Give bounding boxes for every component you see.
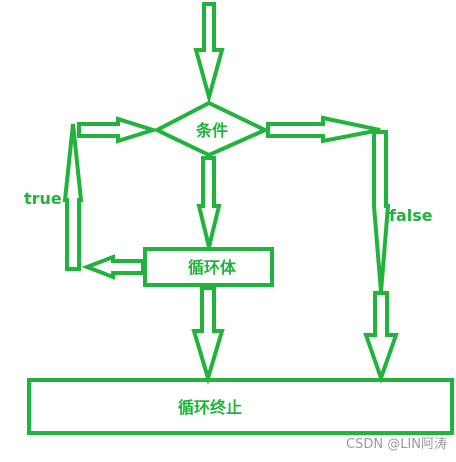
loop-body-node: 循环体: [143, 247, 274, 287]
watermark: CSDN @LIN阿涛: [346, 436, 447, 452]
true-label: true: [24, 189, 62, 208]
true-loop-back-arrow: [62, 123, 84, 271]
entry-arrow: [193, 2, 225, 105]
left-to-condition-arrow: [77, 116, 160, 144]
false-branch-arrow: [266, 115, 399, 385]
condition-node: 条件: [152, 100, 270, 158]
loop-body-label: 循环体: [188, 258, 237, 277]
loop-end-node: 循环终止: [27, 378, 454, 435]
false-label: false: [389, 206, 433, 225]
condition-to-body-arrow: [196, 156, 222, 248]
condition-label: 条件: [195, 121, 228, 140]
body-to-end-arrow: [191, 286, 225, 386]
loop-end-label: 循环终止: [178, 398, 242, 417]
body-to-left-arrow: [81, 254, 145, 280]
